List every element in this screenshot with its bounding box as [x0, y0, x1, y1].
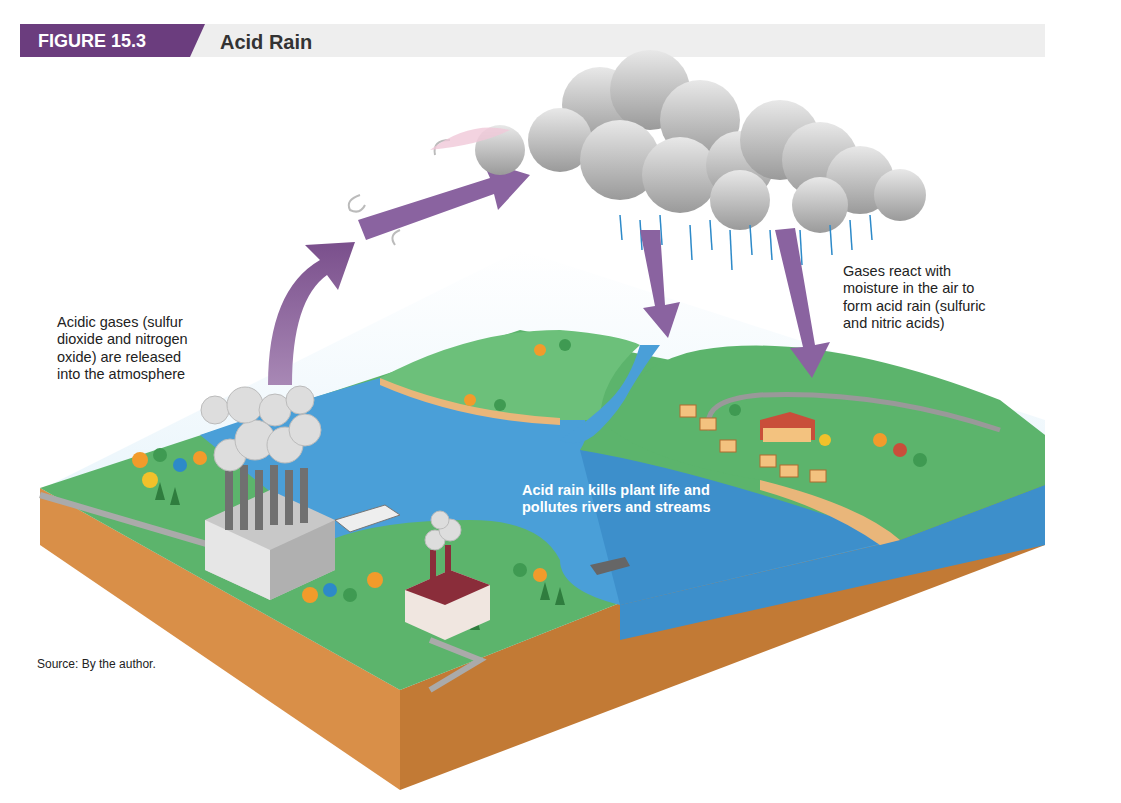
source-caption: Source: By the author. [37, 657, 156, 671]
callout-text: Acidic gases (sulfur dioxide and nitroge… [57, 314, 207, 384]
figure-title: Acid Rain [220, 30, 312, 54]
figure-number: FIGURE 15.3 [38, 31, 146, 53]
callout-text: Acid rain kills plant life and pollutes … [522, 482, 712, 517]
callout-text: Gases react with moisture in the air to … [843, 263, 993, 333]
